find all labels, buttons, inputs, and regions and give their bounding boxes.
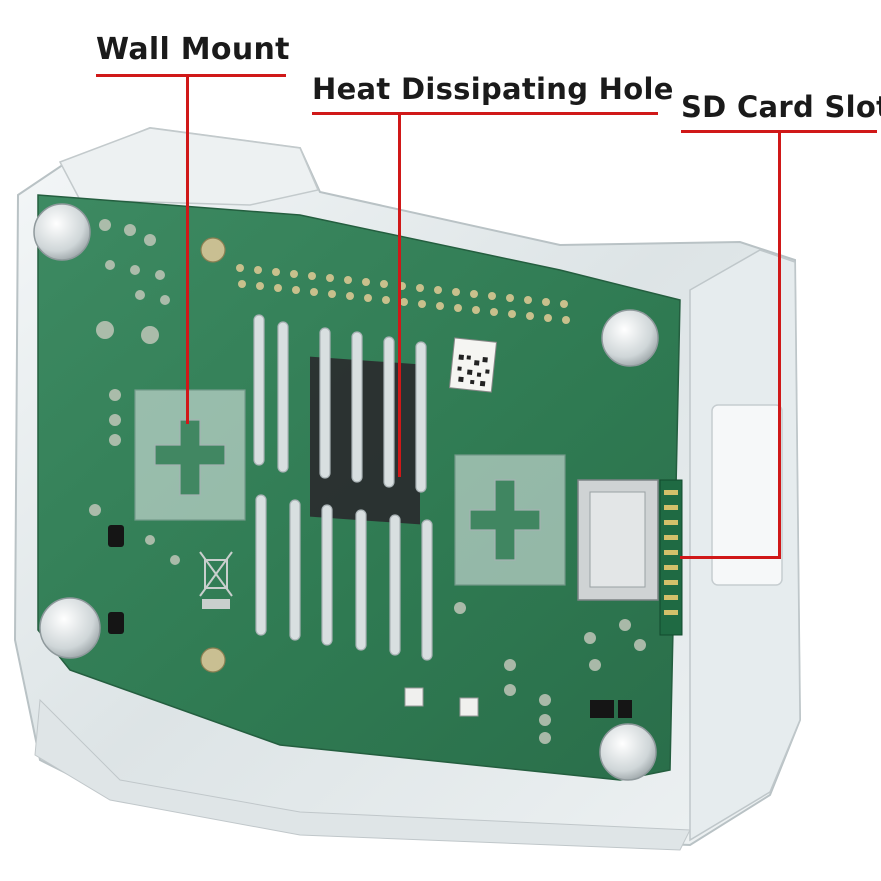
sd-card-slot-label: SD Card Slot [681, 90, 881, 124]
sd-card-slot-pointer-line [680, 556, 781, 559]
wall-mount-underline [96, 74, 286, 77]
case-feet [33, 203, 659, 781]
heat-dissipating-hole-underline [312, 112, 658, 115]
sd-card-slot-leader-line [778, 130, 781, 558]
wall-mount-label: Wall Mount [96, 32, 290, 67]
heat-dissipating-hole-label: Heat Dissipating Hole [312, 72, 674, 106]
wall-mount-leader-line [186, 74, 189, 424]
heat-dissipating-hole-leader-line [398, 112, 401, 477]
pcb-board [37, 194, 683, 781]
